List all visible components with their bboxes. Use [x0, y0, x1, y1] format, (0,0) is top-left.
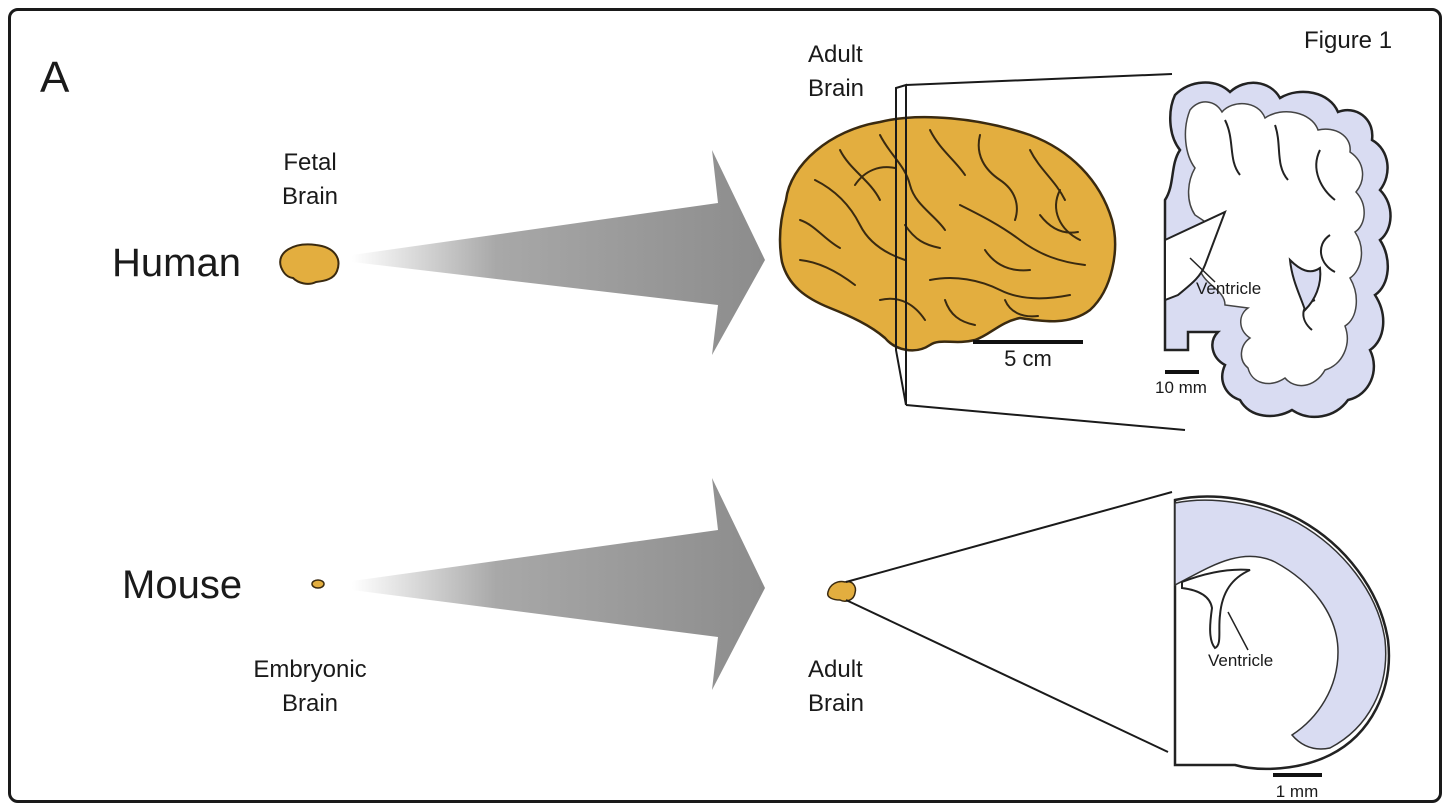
- human-brain-scale-label: 5 cm: [1004, 346, 1052, 371]
- mouse-growth-arrow: [352, 478, 765, 690]
- human-section-scale-label: 10 mm: [1155, 378, 1207, 397]
- mouse-species-label: Mouse: [122, 563, 242, 607]
- human-coronal-section: [1165, 83, 1391, 417]
- fetal-brain-label-line2: Brain: [282, 183, 338, 210]
- human-adult-brain-icon: [780, 117, 1115, 350]
- mouse-zoom-line-bottom: [846, 600, 1168, 752]
- mouse-adult-brain-label-line1: Adult: [808, 656, 863, 683]
- figure-label: Figure 1: [1304, 27, 1392, 54]
- mouse-embryonic-brain-icon: [312, 580, 324, 588]
- embryonic-brain-label-line2: Brain: [282, 690, 338, 717]
- mouse-zoom-line-top: [846, 492, 1172, 582]
- fetal-brain-label-line1: Fetal: [283, 149, 336, 176]
- human-species-label: Human: [112, 241, 241, 285]
- mouse-ventricle-label: Ventricle: [1208, 651, 1273, 670]
- mouse-adult-brain-label-line2: Brain: [808, 690, 864, 717]
- human-ventricle-label: Ventricle: [1196, 279, 1261, 298]
- panel-letter: A: [40, 53, 70, 102]
- human-adult-brain-label-line2: Brain: [808, 75, 864, 102]
- mouse-adult-brain-icon: [828, 581, 856, 601]
- human-zoom-line-top: [906, 74, 1172, 85]
- mouse-coronal-section: [1175, 497, 1389, 769]
- embryonic-brain-label-line1: Embryonic: [253, 656, 366, 683]
- mouse-section-scale-label: 1 mm: [1276, 782, 1319, 801]
- human-zoom-line-bottom: [906, 405, 1185, 430]
- human-adult-brain-label-line1: Adult: [808, 41, 863, 68]
- human-growth-arrow: [352, 150, 765, 355]
- human-fetal-brain-icon: [280, 244, 338, 283]
